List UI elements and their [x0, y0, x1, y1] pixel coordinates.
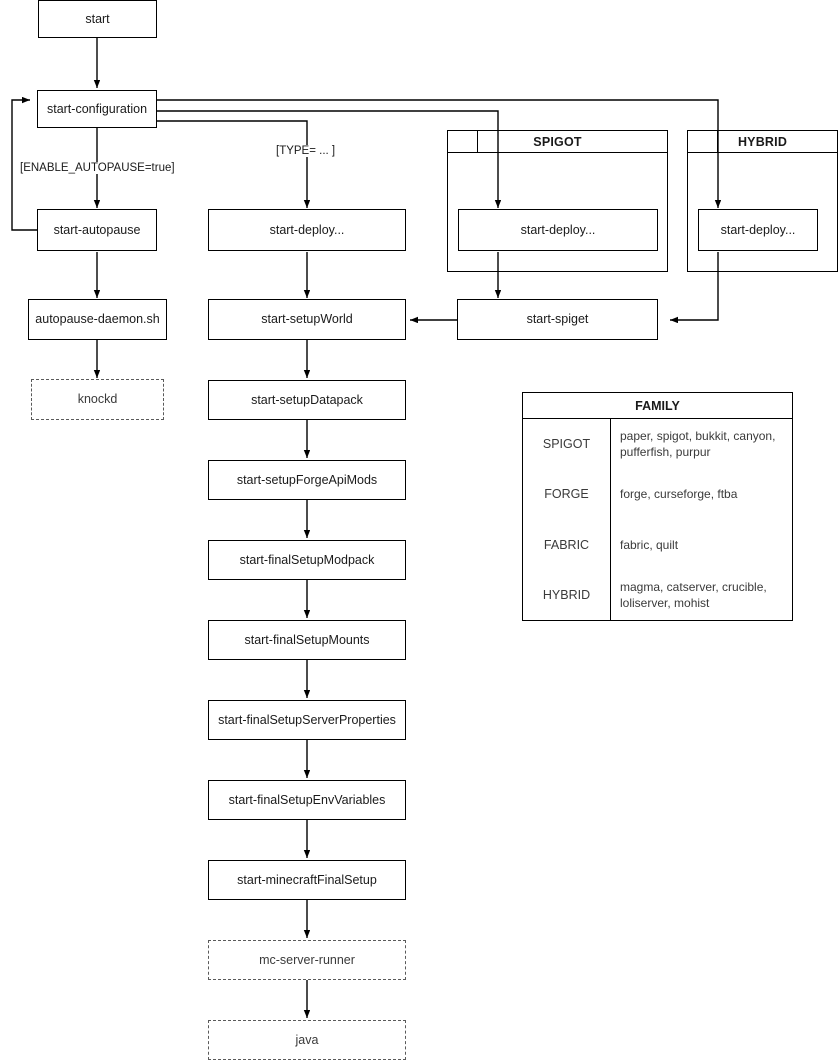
node-start-finalsetupenvvariables-label: start-finalSetupEnvVariables — [228, 792, 386, 807]
node-start-minecraftfinalsetup-label: start-minecraftFinalSetup — [237, 872, 377, 887]
edge-label-type: [TYPE= ... ] — [275, 145, 337, 157]
node-start-spiget[interactable]: start-spiget — [457, 299, 658, 340]
node-autopause-daemon-label: autopause-daemon.sh — [35, 312, 160, 326]
family-value: forge, curseforge, ftba — [620, 487, 738, 502]
node-start-finalsetupenvvariables[interactable]: start-finalSetupEnvVariables — [208, 780, 406, 820]
node-knockd-label: knockd — [77, 392, 118, 406]
node-start-autopause[interactable]: start-autopause — [37, 209, 157, 251]
node-start-spiget-label: start-spiget — [526, 312, 589, 326]
node-start-label: start — [85, 11, 110, 26]
edge-configuration-to-deploy — [157, 120, 311, 208]
family-key: FABRIC — [523, 519, 611, 570]
node-start-deploy-hybrid[interactable]: start-deploy... — [698, 209, 818, 251]
node-start-finalsetupmodpack[interactable]: start-finalSetupModpack — [208, 540, 406, 580]
node-start-setupdatapack-label: start-setupDatapack — [251, 392, 363, 407]
family-value: magma, catserver, crucible, loliserver, … — [620, 579, 767, 610]
family-legend-table: FAMILY SPIGOT paper, spigot, bukkit, can… — [522, 392, 793, 621]
node-start-finalsetupmounts-label: start-finalSetupMounts — [244, 632, 370, 647]
node-start[interactable]: start — [38, 0, 157, 38]
edge-label-enable-autopause: [ENABLE_AUTOPAUSE=true] — [19, 162, 176, 174]
node-start-setupworld[interactable]: start-setupWorld — [208, 299, 406, 340]
group-hybrid-title: HYBRID — [688, 131, 837, 153]
node-knockd[interactable]: knockd — [31, 379, 164, 420]
family-table-header: FAMILY — [523, 393, 792, 419]
node-java-label: java — [295, 1032, 319, 1047]
group-spigot-title: SPIGOT — [448, 131, 667, 153]
family-key: SPIGOT — [523, 419, 611, 470]
group-hybrid-tab — [688, 131, 718, 153]
node-start-autopause-label: start-autopause — [53, 222, 141, 237]
group-spigot: SPIGOT — [447, 130, 668, 272]
family-table-row: FABRIC fabric, quilt — [523, 519, 792, 570]
node-start-configuration-label: start-configuration — [46, 101, 148, 116]
node-start-setupdatapack[interactable]: start-setupDatapack — [208, 380, 406, 420]
family-value: fabric, quilt — [620, 537, 679, 552]
node-start-deploy-spigot[interactable]: start-deploy... — [458, 209, 658, 251]
family-key: FORGE — [523, 469, 611, 520]
node-start-minecraftfinalsetup[interactable]: start-minecraftFinalSetup — [208, 860, 406, 900]
node-start-finalsetupmodpack-label: start-finalSetupModpack — [239, 552, 375, 567]
node-start-deploy-hybrid-label: start-deploy... — [720, 222, 796, 237]
node-start-setupforgeapimods-label: start-setupForgeApiMods — [236, 472, 378, 487]
family-table-row: SPIGOT paper, spigot, bukkit, canyon, pu… — [523, 419, 792, 470]
node-start-finalsetupserverproperties[interactable]: start-finalSetupServerProperties — [208, 700, 406, 740]
node-start-finalsetupserverproperties-label: start-finalSetupServerProperties — [218, 712, 396, 727]
node-java[interactable]: java — [208, 1020, 406, 1060]
node-start-finalsetupmounts[interactable]: start-finalSetupMounts — [208, 620, 406, 660]
node-start-configuration[interactable]: start-configuration — [37, 90, 157, 128]
node-mc-server-runner[interactable]: mc-server-runner — [208, 940, 406, 980]
family-table-row: FORGE forge, curseforge, ftba — [523, 469, 792, 520]
family-table-body: SPIGOT paper, spigot, bukkit, canyon, pu… — [523, 419, 792, 620]
node-start-deploy-main[interactable]: start-deploy... — [208, 209, 406, 251]
group-spigot-tab — [448, 131, 478, 153]
family-value: paper, spigot, bukkit, canyon, pufferfis… — [620, 428, 776, 460]
node-start-setupworld-label: start-setupWorld — [261, 312, 353, 326]
node-start-setupforgeapimods[interactable]: start-setupForgeApiMods — [208, 460, 406, 500]
node-mc-server-runner-label: mc-server-runner — [259, 952, 355, 967]
node-start-deploy-main-label: start-deploy... — [269, 222, 345, 237]
node-autopause-daemon[interactable]: autopause-daemon.sh — [28, 299, 167, 340]
node-start-deploy-spigot-label: start-deploy... — [520, 222, 596, 237]
family-table-row: HYBRID magma, catserver, crucible, lolis… — [523, 569, 792, 620]
family-key: HYBRID — [523, 569, 611, 620]
